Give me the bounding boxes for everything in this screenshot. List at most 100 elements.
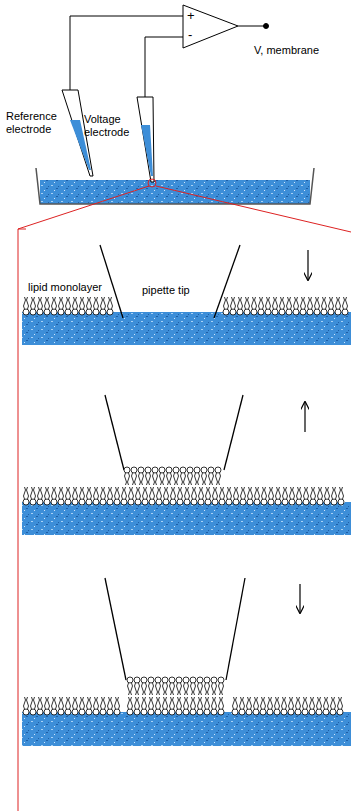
- lipid-head: [302, 709, 308, 715]
- lipid-head: [177, 499, 183, 505]
- lipid-tail: [170, 683, 175, 695]
- lipid-head: [237, 309, 243, 315]
- lipid-head: [107, 499, 113, 505]
- lipid-tail: [287, 297, 292, 309]
- lipid-tail: [94, 487, 99, 499]
- lipid-tail: [108, 297, 113, 309]
- lipid-tail: [224, 297, 229, 309]
- lipid-head: [261, 499, 267, 505]
- lipid-tail: [52, 697, 57, 709]
- lipid-tail: [153, 473, 158, 485]
- lipid-tail: [115, 487, 120, 499]
- lipid-tail: [108, 697, 113, 709]
- lipid-head: [247, 499, 253, 505]
- lipid-head: [265, 309, 271, 315]
- lipid-head: [44, 499, 50, 505]
- lipid-tail: [146, 473, 151, 485]
- lipid-head: [258, 309, 264, 315]
- lipid-head: [124, 467, 130, 473]
- lipid-tail: [212, 683, 217, 695]
- lipid-head: [204, 677, 210, 683]
- lipid-tail: [181, 473, 186, 485]
- lipid-tail: [80, 697, 85, 709]
- lipid-tail: [191, 697, 196, 709]
- lipid-head: [272, 309, 278, 315]
- lipid-tail: [339, 487, 344, 499]
- lipid-head: [155, 709, 161, 715]
- lipid-head: [338, 499, 344, 505]
- lipid-head: [166, 467, 172, 473]
- lipid-head: [51, 709, 57, 715]
- lipid-tail: [66, 487, 71, 499]
- lipid-tail: [135, 697, 140, 709]
- lipid-tail: [240, 697, 245, 709]
- lipid-tail: [262, 487, 267, 499]
- lipid-tail: [45, 487, 50, 499]
- lipid-tail: [139, 473, 144, 485]
- lipid-head: [169, 677, 175, 683]
- lipid-head: [51, 309, 57, 315]
- lipid-tail: [290, 487, 295, 499]
- lipid-tail: [129, 487, 134, 499]
- lipid-head: [286, 309, 292, 315]
- lipid-head: [180, 467, 186, 473]
- trough: [36, 168, 314, 204]
- lipid-tail: [87, 297, 92, 309]
- lipid-head: [51, 499, 57, 505]
- lipid-tail: [66, 297, 71, 309]
- lipid-head: [156, 499, 162, 505]
- lipid-tail: [143, 487, 148, 499]
- lipid-head: [141, 677, 147, 683]
- lipid-head: [244, 309, 250, 315]
- lipid-head: [331, 499, 337, 505]
- lipid-tail: [294, 297, 299, 309]
- lipid-tail: [220, 487, 225, 499]
- lipid-head: [300, 309, 306, 315]
- lipid-tail: [101, 487, 106, 499]
- lipid-tail: [178, 487, 183, 499]
- lipid-tail: [310, 697, 315, 709]
- lipid-head: [134, 709, 140, 715]
- pipette: [100, 245, 245, 680]
- lipid-head: [342, 309, 348, 315]
- lipid-tail: [195, 473, 200, 485]
- lipid-head: [253, 709, 259, 715]
- lipid-tail: [202, 473, 207, 485]
- lipid-tail: [209, 473, 214, 485]
- lipid-tail: [150, 487, 155, 499]
- lipid-tail: [170, 697, 175, 709]
- lipid-head: [293, 309, 299, 315]
- lipid-tail: [198, 683, 203, 695]
- lipid-head: [107, 709, 113, 715]
- lipid-tail: [304, 487, 309, 499]
- lipid-tail: [135, 683, 140, 695]
- lipid-head: [100, 309, 106, 315]
- lipid-tail: [324, 697, 329, 709]
- lipid-tail: [128, 683, 133, 695]
- lipid-head: [114, 499, 120, 505]
- lipid-head: [310, 499, 316, 505]
- lipid-tail: [233, 697, 238, 709]
- lipid-head: [145, 467, 151, 473]
- lipid-head: [100, 499, 106, 505]
- lipid-tail: [125, 473, 130, 485]
- lipid-tail: [31, 297, 36, 309]
- lipid-head: [232, 709, 238, 715]
- lipid-head: [288, 709, 294, 715]
- lipid-head: [321, 309, 327, 315]
- lipid-tail: [296, 697, 301, 709]
- lipid-head: [148, 709, 154, 715]
- lipid-tail: [24, 697, 29, 709]
- lipid-head: [131, 467, 137, 473]
- lipid-layer: [23, 297, 348, 715]
- lipid-head: [163, 499, 169, 505]
- lipid-tail: [192, 487, 197, 499]
- lipid-head: [30, 309, 36, 315]
- lipid-head: [212, 499, 218, 505]
- lipid-head: [155, 677, 161, 683]
- lipid-head: [93, 309, 99, 315]
- lipid-tail: [308, 297, 313, 309]
- lipid-tail: [59, 297, 64, 309]
- lipid-head: [260, 709, 266, 715]
- lipid-tail: [280, 297, 285, 309]
